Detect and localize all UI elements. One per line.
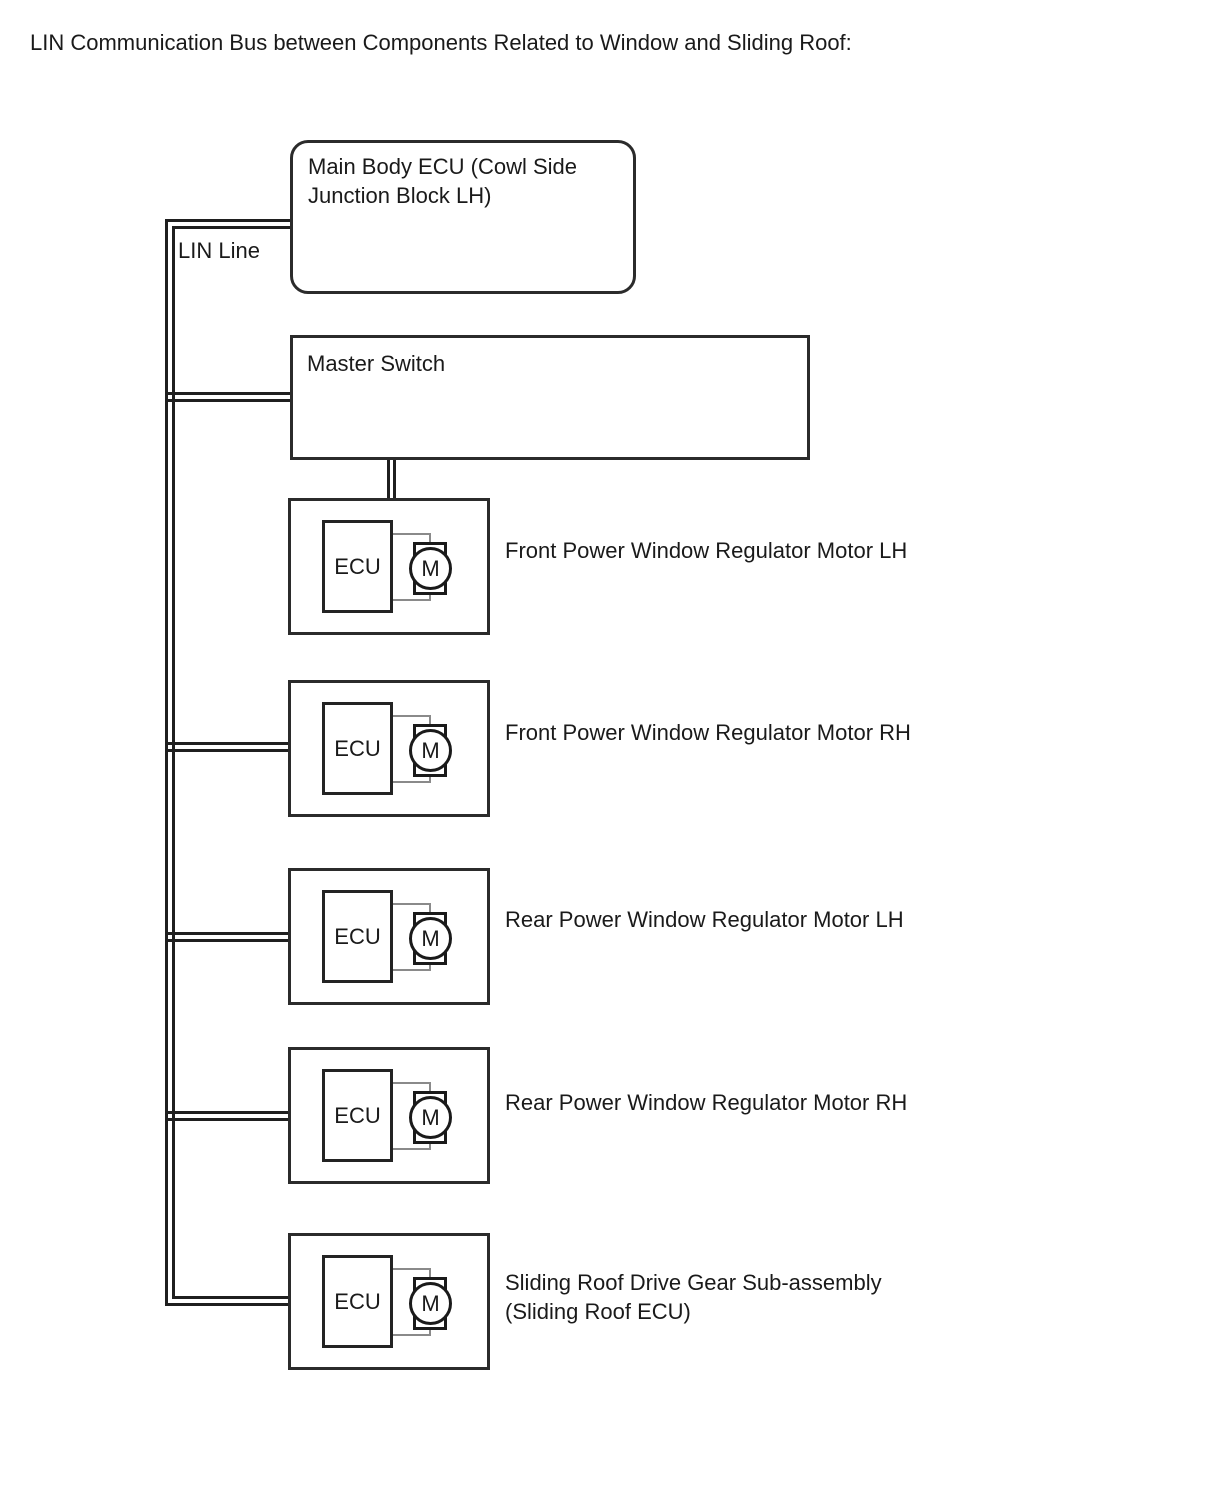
unit-label-front-rh: Front Power Window Regulator Motor RH <box>505 720 911 745</box>
ecu-block: ECU <box>322 702 393 795</box>
main-body-ecu-box: Main Body ECU (Cowl Side Junction Block … <box>290 140 636 294</box>
branch-front-rh-inner <box>165 749 290 752</box>
master-switch-label: Master Switch <box>307 351 446 376</box>
motor-link-bottom <box>393 589 431 601</box>
motor-icon: M <box>409 1096 452 1139</box>
branch-main-body-ecu-outer <box>165 219 292 222</box>
motor-link-top <box>393 1268 431 1280</box>
motor-link-top <box>393 715 431 727</box>
branch-master-switch-outer <box>165 392 292 395</box>
ecu-motor-box-sliding-roof: ECU M <box>288 1233 490 1370</box>
ecu-motor-box-front-lh: ECU M <box>288 498 490 635</box>
unit-label-rear-lh: Rear Power Window Regulator Motor LH <box>505 907 904 932</box>
branch-sliding-roof-outer <box>165 1303 290 1306</box>
connector-master-to-front-lh-outer <box>387 458 390 500</box>
unit-label-rear-rh: Rear Power Window Regulator Motor RH <box>505 1090 908 1115</box>
ecu-motor-box-rear-lh: ECU M <box>288 868 490 1005</box>
branch-rear-lh-outer <box>165 932 290 935</box>
motor-icon: M <box>409 1282 452 1325</box>
motor-icon: M <box>409 729 452 772</box>
motor-link-top <box>393 533 431 545</box>
unit-label-sliding-roof: Sliding Roof Drive Gear Sub-assembly (Sl… <box>505 1270 882 1324</box>
motor-link-bottom <box>393 1138 431 1150</box>
ecu-motor-box-rear-rh: ECU M <box>288 1047 490 1184</box>
motor-link-bottom <box>393 1324 431 1336</box>
branch-rear-rh-outer <box>165 1111 290 1114</box>
branch-rear-rh-inner <box>165 1118 290 1121</box>
main-body-ecu-label: Main Body ECU (Cowl Side Junction Block … <box>308 154 577 208</box>
master-switch-box: Master Switch <box>290 335 810 460</box>
motor-link-top <box>393 903 431 915</box>
motor-link-bottom <box>393 959 431 971</box>
connector-master-to-front-lh-inner <box>393 458 396 500</box>
branch-master-switch-inner <box>165 399 292 402</box>
branch-main-body-ecu-inner <box>172 226 292 229</box>
branch-front-rh-outer <box>165 742 290 745</box>
motor-link-top <box>393 1082 431 1094</box>
ecu-block: ECU <box>322 520 393 613</box>
ecu-motor-box-front-rh: ECU M <box>288 680 490 817</box>
ecu-block: ECU <box>322 890 393 983</box>
motor-link-bottom <box>393 771 431 783</box>
ecu-block: ECU <box>322 1069 393 1162</box>
motor-icon: M <box>409 917 452 960</box>
branch-rear-lh-inner <box>165 939 290 942</box>
diagram-title: LIN Communication Bus between Components… <box>30 30 852 55</box>
lin-bus-vertical-outer <box>165 219 168 1306</box>
lin-bus-vertical-inner <box>172 226 175 1299</box>
motor-icon: M <box>409 547 452 590</box>
ecu-block: ECU <box>322 1255 393 1348</box>
unit-label-front-lh: Front Power Window Regulator Motor LH <box>505 538 908 563</box>
lin-line-label: LIN Line <box>178 238 260 263</box>
branch-sliding-roof-inner <box>173 1296 290 1299</box>
